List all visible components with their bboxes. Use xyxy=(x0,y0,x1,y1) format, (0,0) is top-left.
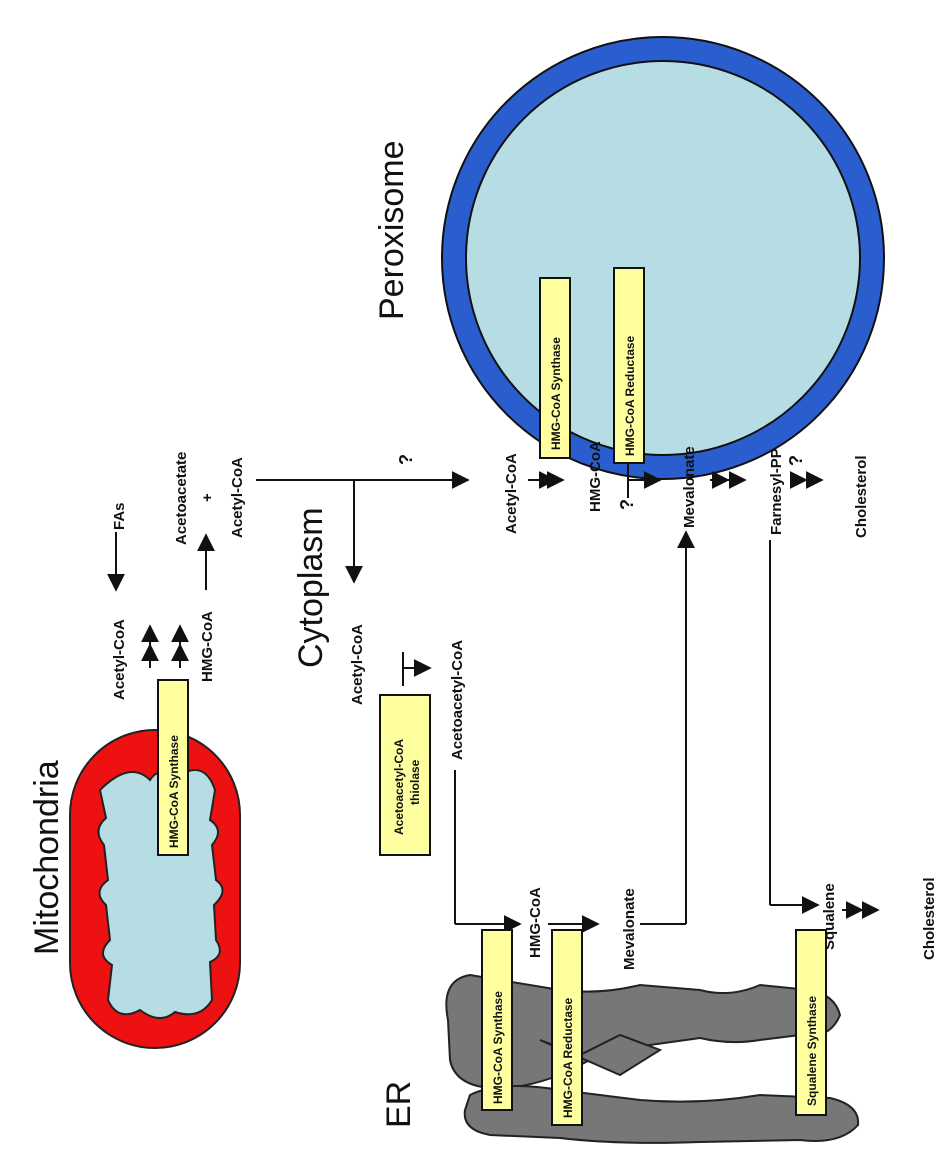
enzyme-box-thiolase: Acetoacetyl-CoA thiolase xyxy=(380,695,430,855)
mitochondria-label: Mitochondria xyxy=(28,760,66,955)
enzyme-label-line2: thiolase xyxy=(408,759,422,805)
farnesyl-pp-label: Farnesyl-PP xyxy=(768,448,785,535)
acetoacetate-label: Acetoacetate xyxy=(173,452,190,545)
mito-acetyl-coa-label: Acetyl-CoA xyxy=(111,619,128,700)
er-hmg-coa-label: HMG-CoA xyxy=(527,887,544,958)
plus-label: + xyxy=(199,493,216,502)
enzyme-label: Squalene Synthase xyxy=(805,996,819,1106)
peroxisome-mevalonate-label: Mevalonate xyxy=(681,446,698,528)
enzyme-label: HMG-CoA Reductase xyxy=(623,335,637,456)
enzyme-box-peroxisome-hmgcr: HMG-CoA Reductase xyxy=(614,268,644,463)
peroxisome-hmg-coa-label: HMG-CoA xyxy=(587,441,604,512)
peroxisome-cholesterol-label: Cholesterol xyxy=(853,455,870,538)
peroxisome-acetyl-coa-label: Acetyl-CoA xyxy=(503,453,520,534)
er-label: ER xyxy=(380,1081,418,1128)
cytoplasm-acetyl-coa-label: Acetyl-CoA xyxy=(349,624,366,705)
cytoplasm-label: Cytoplasm xyxy=(292,507,330,668)
enzyme-box-er-hmgcs: HMG-CoA Synthase xyxy=(482,930,512,1110)
mito-hmg-coa-label: HMG-CoA xyxy=(199,611,216,682)
enzyme-box-er-hmgcr: HMG-CoA Reductase xyxy=(552,930,582,1125)
peroxisome-label: Peroxisome xyxy=(373,140,411,320)
enzyme-label-line1: Acetoacetyl-CoA xyxy=(392,739,406,835)
enzyme-label: HMG-CoA Reductase xyxy=(561,997,575,1118)
er-mevalonate-label: Mevalonate xyxy=(621,888,638,970)
enzyme-box-peroxisome-hmgcs: HMG-CoA Synthase xyxy=(540,278,570,458)
acetoacetyl-coa-label: Acetoacetyl-CoA xyxy=(449,640,466,760)
unknown-step-mito-transport: ? xyxy=(396,454,416,465)
enzyme-box-mito-hmgcs: HMG-CoA Synthase xyxy=(158,680,188,855)
mito-out-acetyl-coa-label: Acetyl-CoA xyxy=(229,457,246,538)
er-cholesterol-label: Cholesterol xyxy=(921,877,937,960)
enzyme-label: HMG-CoA Synthase xyxy=(491,991,505,1104)
enzyme-label: HMG-CoA Synthase xyxy=(167,735,181,848)
mitochondrion-shape xyxy=(70,730,240,1048)
enzyme-box-squalene-synthase: Squalene Synthase xyxy=(796,930,826,1115)
peroxisome-shape xyxy=(442,37,884,479)
unknown-step-farnesyl-cholesterol: ? xyxy=(786,455,806,466)
unknown-step-hmgcoa-mevalonate: ? xyxy=(617,499,637,510)
fas-label: FAs xyxy=(111,502,128,530)
enzyme-label: HMG-CoA Synthase xyxy=(549,337,563,450)
